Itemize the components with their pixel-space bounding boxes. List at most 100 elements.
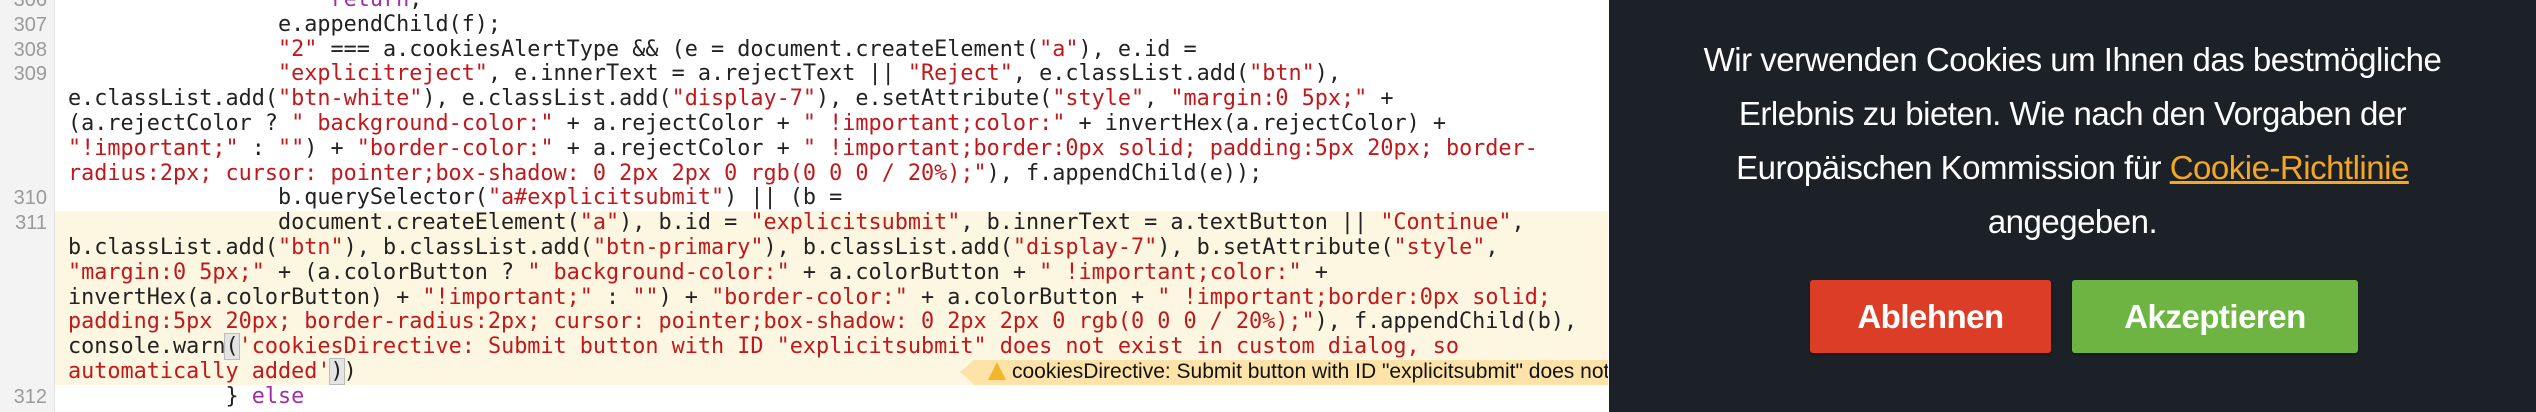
keyword-token: else [251,383,305,409]
string-token: radius:2px; cursor: pointer;box-shadow: … [68,160,987,186]
code-token [68,0,330,12]
code-token: + a.colorButton + [789,259,1040,285]
string-token: "display-7" [1012,235,1158,260]
code-editor[interactable]: 306 return;307 e.appendChild(f);308 "2" … [0,0,1608,412]
accept-button[interactable]: Akzeptieren [2072,280,2358,353]
code-token [68,37,278,62]
cookie-message-line: Erlebnis zu bieten. Wie nach den Vorgabe… [1738,95,2407,132]
string-token: " !important;border:0px solid; padding:5… [802,135,1538,161]
code-token: ) + [304,135,357,161]
code-token: + [1301,259,1328,285]
code-token: console.warn [68,334,226,360]
code-token: e.classList.add( [68,86,278,112]
cookie-message-line: Wir verwenden Cookies um Ihnen das bestm… [1703,41,2442,78]
code-text: } else [68,383,305,410]
reject-button[interactable]: Ablehnen [1810,280,2051,353]
code-token: e.appendChild(f); [68,11,502,37]
console-warning-bubble[interactable]: cookiesDirective: Submit button with ID … [974,360,1608,385]
code-token: ), f.appendChild(e)); [986,160,1263,186]
string-token: "!important;" [68,135,239,161]
code-token: ), b.classList.add( [763,235,1013,260]
code-token: ) [343,359,357,384]
code-token: + invertHex(a.rejectColor) + [1065,111,1446,136]
matched-bracket: ) [329,358,345,385]
code-text: "2" === a.cookiesAlertType && (e = docum… [68,36,1197,63]
string-token: " background-color:" [527,259,790,285]
string-token: "explicitsubmit" [750,210,961,236]
string-token: "border-color:" [356,135,554,161]
string-token: "Continue" [1380,210,1512,236]
code-token: ), f.appendChild(b), [1314,309,1578,335]
code-token: + (a.colorButton ? [264,259,528,285]
code-token [68,61,278,86]
code-text: automatically added')) [68,358,357,385]
line-number: 308 [13,38,47,61]
string-token: " !important;border:0px solid; [1157,284,1551,310]
cookie-message-line: Europäischen Kommission für [1736,149,2170,186]
string-token: "!important;" [422,284,593,310]
string-token: 'cookiesDirective: Submit button with ID… [238,334,1460,360]
cookie-message-line: angegeben. [1987,203,2158,240]
code-token: + a.colorButton + [907,284,1158,310]
code-token: ), b.classList.add( [343,235,593,260]
code-text: b.querySelector("a#explicitsubmit") || (… [68,185,842,211]
string-token: " !important;color:" [1039,259,1302,285]
string-token: "display-7" [671,86,817,112]
code-token: , [1144,86,1171,112]
string-token: "2" [277,36,318,62]
code-text: e.classList.add("btn-white"), e.classLis… [68,86,1394,112]
code-text: radius:2px; cursor: pointer;box-shadow: … [68,160,1263,187]
code-token: b.querySelector( [68,185,488,211]
line-number: 307 [13,13,47,36]
string-token: "btn" [1249,61,1315,87]
matched-bracket: ( [224,333,240,361]
code-token: invertHex(a.colorButton) + [68,284,423,310]
string-token: " background-color:" [291,111,554,136]
cookie-policy-link[interactable]: Cookie-Richtlinie [2169,149,2410,186]
string-token: padding:5px 20px; border-radius:2px; cur… [68,309,1315,335]
code-token: ) + [658,284,712,310]
string-token: "btn" [277,235,344,260]
code-token: , b.innerText = a.textButton || [960,210,1381,236]
string-token: "a" [1039,36,1079,62]
code-token: === a.cookiesAlertType && (e = document.… [317,36,1040,62]
string-token: "style" [1052,86,1145,112]
line-number: 306 [13,0,47,11]
string-token: "a#explicitsubmit" [487,185,725,211]
code-token: ), e.classList.add( [422,86,672,112]
code-token: b.classList.add( [68,235,278,260]
warning-icon [988,362,1006,380]
string-token: "btn-primary" [592,235,764,260]
code-text: padding:5px 20px; border-radius:2px; cur… [68,309,1578,335]
line-number: 311 [15,212,47,235]
code-text: "margin:0 5px;" + (a.colorButton ? " bac… [68,259,1328,286]
string-token: "explicitreject" [277,61,488,87]
string-token: "a" [579,210,620,236]
warning-text: cookiesDirective: Submit button with ID … [1012,360,1608,383]
code-text: invertHex(a.colorButton) + "!important;"… [68,284,1551,311]
line-number: 310 [13,187,47,210]
keyword-token: return [330,0,409,12]
code-text: (a.rejectColor ? " background-color:" + … [68,111,1446,137]
code-token: ), b.setAttribute( [1157,235,1394,260]
code-text: "!important;" : "") + "border-color:" + … [68,135,1538,162]
code-token: , e.classList.add( [1012,61,1250,87]
string-token: "Reject" [907,61,1013,87]
code-token: : [592,284,633,310]
code-text: document.createElement("a"), b.id = "exp… [68,210,1525,236]
code-token: + [1367,86,1394,112]
string-token: "margin:0 5px;" [68,259,265,285]
current-line-highlight [55,211,1608,385]
code-token: + a.rejectColor + [553,111,803,136]
string-token: "style" [1393,235,1486,260]
code-token: , [1511,210,1525,236]
line-number: 309 [13,63,47,86]
code-token: : [238,135,278,161]
code-token: ), e.id = [1078,36,1197,62]
line-number: 312 [13,385,47,408]
string-token: "border-color:" [711,284,908,310]
string-token: "btn-white" [277,86,423,112]
code-text: "explicitreject", e.innerText = a.reject… [68,61,1341,87]
code-token: } [68,383,252,409]
code-token: , e.innerText = a.rejectText || [487,61,908,87]
